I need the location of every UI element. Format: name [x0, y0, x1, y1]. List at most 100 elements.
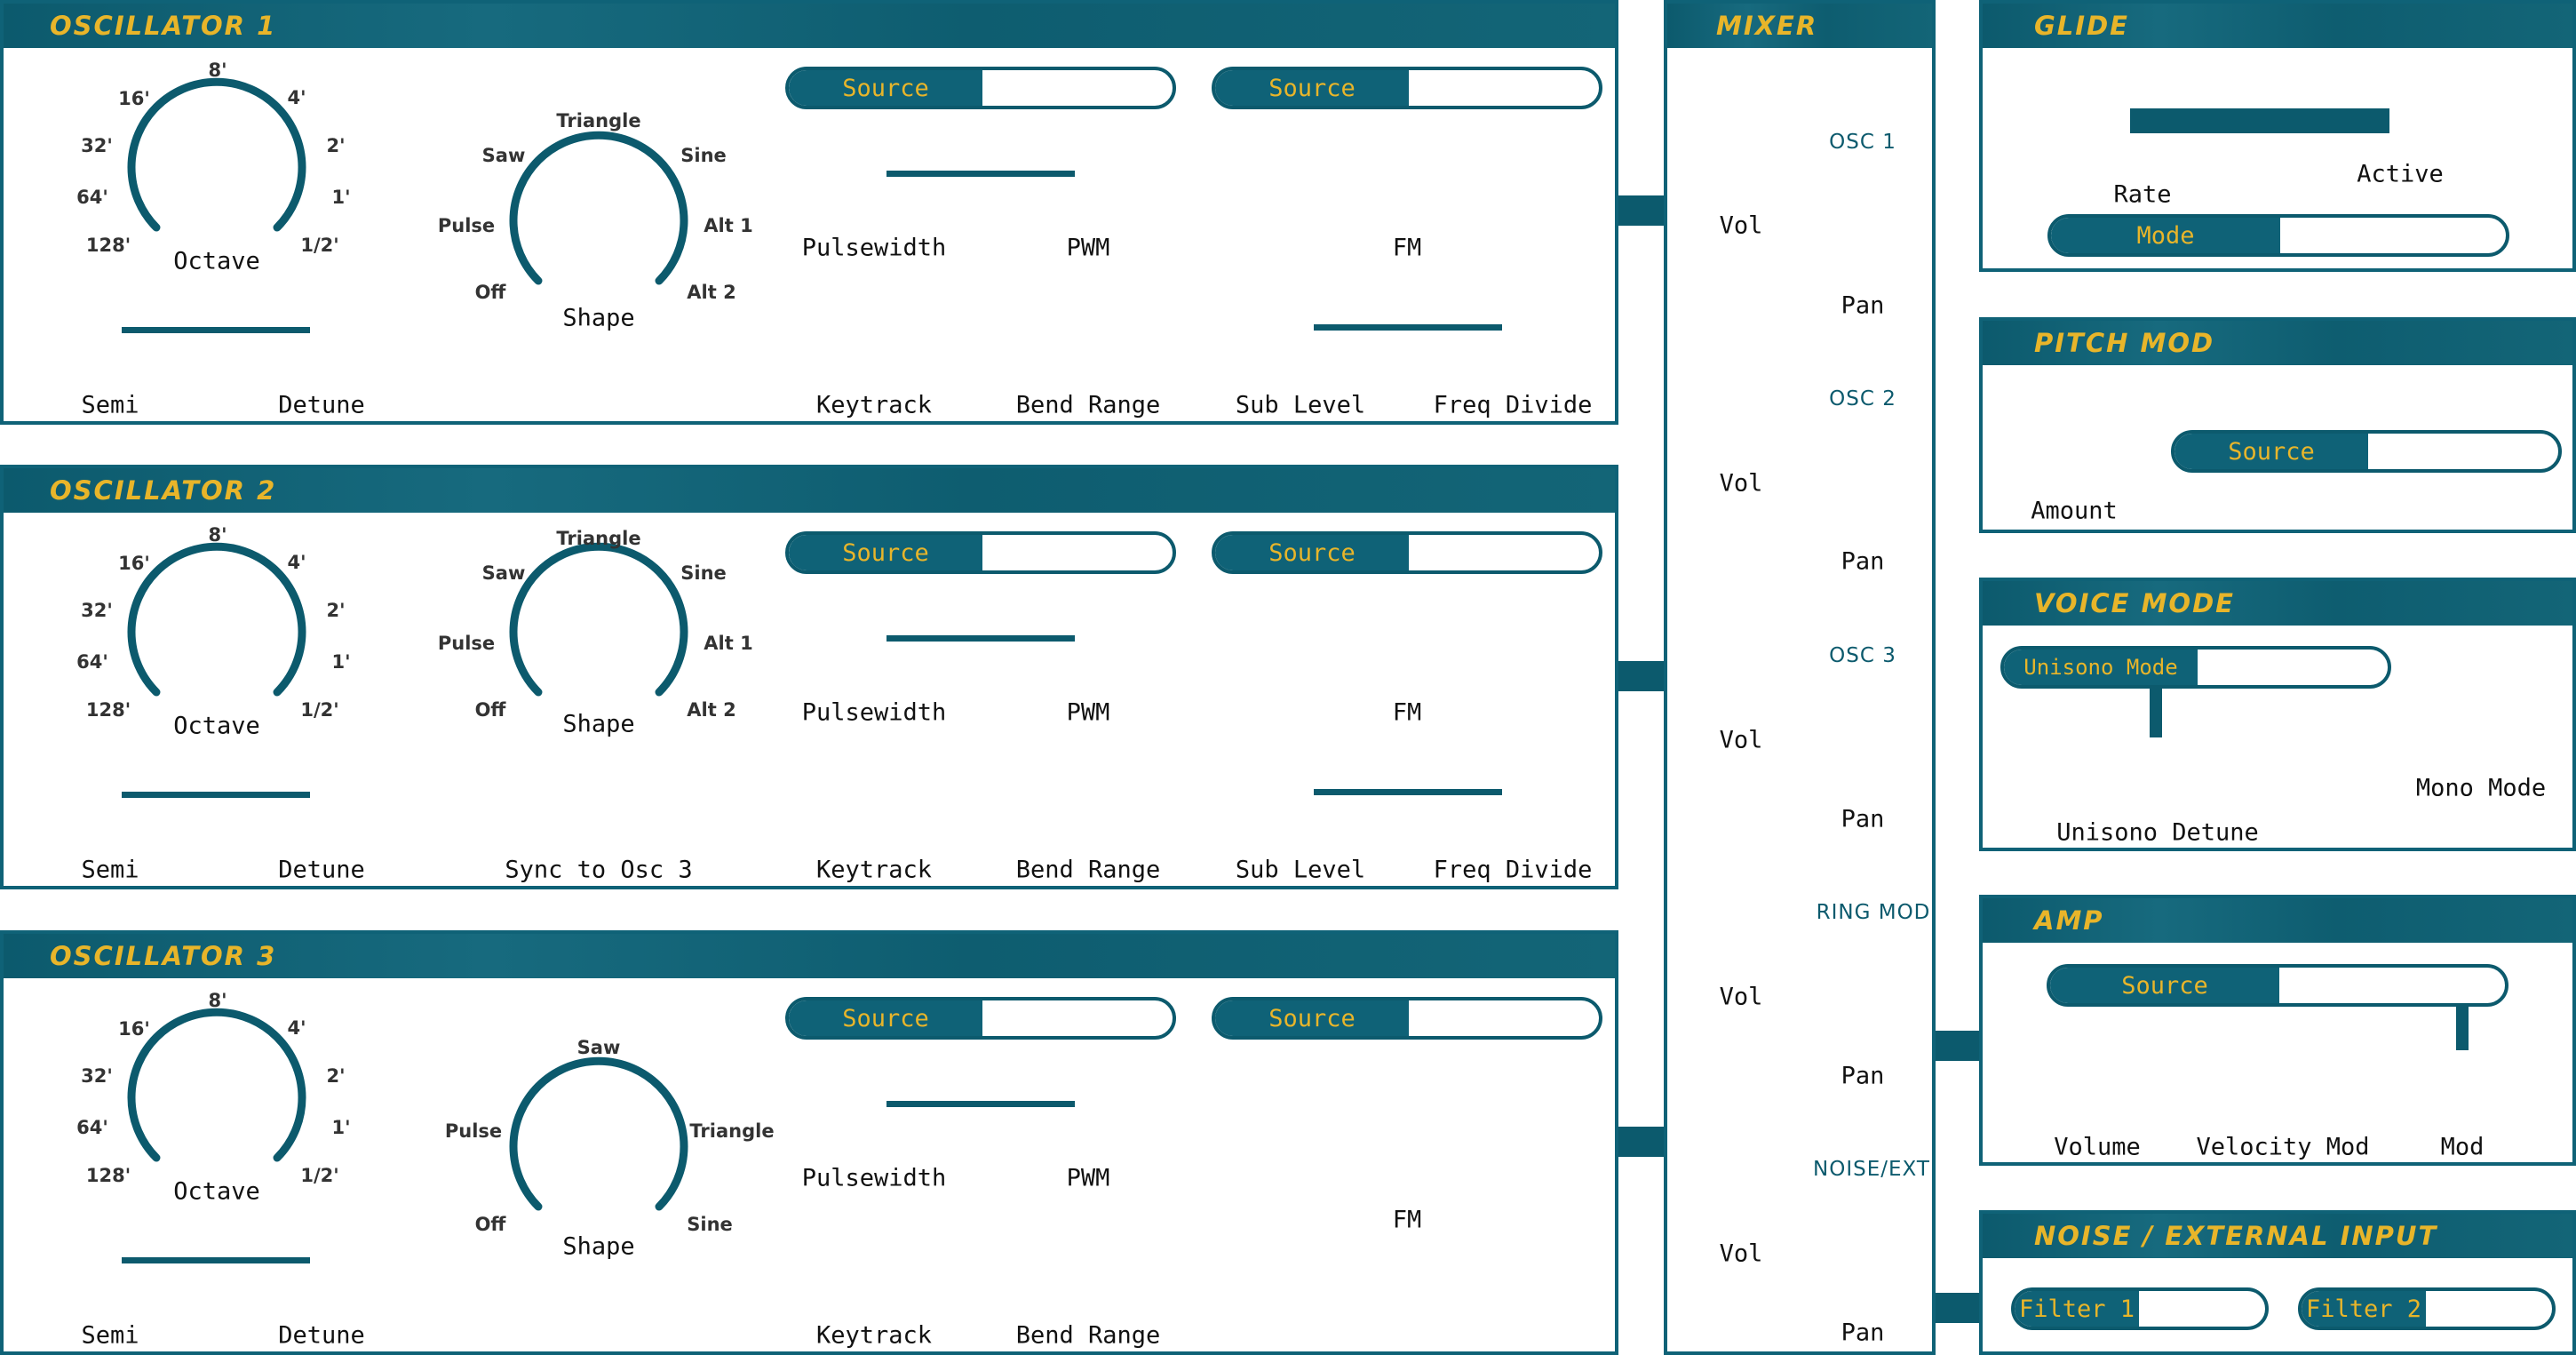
oscillator-1-title: OSCILLATOR 1 — [4, 4, 1615, 48]
sub-freq-slider[interactable] — [1314, 789, 1502, 795]
source-label: Source — [1215, 70, 1409, 106]
keytrack-label: Keytrack — [815, 856, 933, 884]
glide-rate-slider[interactable] — [2130, 108, 2389, 133]
semi-label: Semi — [81, 856, 139, 884]
shape-tick-sine: Sine — [680, 145, 727, 166]
octave-tick-1: 1' — [331, 187, 351, 208]
voice-mode-panel: VOICE MODE Unisono Mode Mono Mode Unison… — [1979, 578, 2576, 851]
octave-tick-64: 64' — [76, 651, 108, 673]
oscillator-1-panel: OSCILLATOR 1 Octave 128' 64' 32' 16' 8' … — [0, 0, 1618, 425]
glide-mode-selector[interactable]: Mode — [2047, 214, 2509, 257]
octave-knob[interactable] — [119, 77, 314, 288]
amp-velocity-mod-label: Velocity Mod — [2196, 1133, 2370, 1161]
pulsewidth-label: Pulsewidth — [801, 1164, 947, 1192]
detune-label: Detune — [278, 1321, 365, 1350]
mixer-noise-connector — [1936, 1293, 1982, 1323]
keytrack-label: Keytrack — [815, 391, 933, 419]
bend-range-label: Bend Range — [1015, 1321, 1161, 1350]
source-label: Source — [789, 1000, 982, 1036]
semi-detune-slider[interactable] — [122, 792, 310, 798]
octave-tick-4: 4' — [287, 552, 306, 573]
unisono-detune-indicator[interactable] — [2150, 689, 2162, 737]
shape-tick-off: Off — [474, 1214, 506, 1235]
shape-tick-triangle: Triangle — [689, 1120, 775, 1142]
amp-volume-label: Volume — [2054, 1133, 2141, 1161]
octave-knob[interactable] — [119, 1008, 314, 1218]
octave-tick-64: 64' — [76, 1117, 108, 1138]
fm-source-selector[interactable]: Source — [1212, 997, 1602, 1040]
fm-source-selector[interactable]: Source — [1212, 67, 1602, 109]
glide-active-label[interactable]: Active — [2357, 160, 2444, 188]
octave-tick-32: 32' — [81, 1065, 113, 1087]
pwm-source-selector[interactable]: Source — [785, 997, 1176, 1040]
sub-freq-slider[interactable] — [1314, 324, 1502, 331]
osc2-vol-label[interactable]: Vol — [1719, 469, 1763, 498]
octave-knob[interactable] — [119, 542, 314, 753]
ring-pan-label[interactable]: Pan — [1841, 1062, 1885, 1090]
shape-knob[interactable] — [501, 131, 696, 341]
mono-mode-label[interactable]: Mono Mode — [2415, 774, 2547, 802]
ring-vol-label[interactable]: Vol — [1719, 983, 1763, 1011]
osc2-pan-label[interactable]: Pan — [1841, 547, 1885, 576]
shape-tick-alt2: Alt 2 — [687, 699, 736, 721]
octave-tick-128: 128' — [85, 1165, 131, 1186]
pulsewidth-slider[interactable] — [886, 635, 1075, 642]
semi-detune-slider[interactable] — [122, 327, 310, 333]
semi-detune-slider[interactable] — [122, 1257, 310, 1263]
octave-knob-label: Octave — [173, 247, 260, 275]
noise-pan-label[interactable]: Pan — [1841, 1319, 1885, 1347]
osc3-pan-label[interactable]: Pan — [1841, 805, 1885, 833]
sync-osc3-label[interactable]: Sync to Osc 3 — [505, 856, 693, 884]
amp-mod-label: Mod — [2440, 1133, 2485, 1161]
osc1-vol-label[interactable]: Vol — [1719, 211, 1763, 240]
octave-tick-half: 1/2' — [300, 699, 339, 721]
amp-mod-indicator[interactable] — [2456, 1006, 2469, 1050]
shape-tick-triangle: Triangle — [556, 528, 641, 549]
pitch-mod-panel: PITCH MOD Source Amount — [1979, 317, 2576, 533]
bend-range-label: Bend Range — [1015, 856, 1161, 884]
shape-knob-label: Shape — [562, 1232, 635, 1261]
octave-tick-16: 16' — [118, 553, 150, 574]
glide-rate-label: Rate — [2113, 180, 2172, 209]
noise-filter1-selector[interactable]: Filter 1 — [2011, 1287, 2269, 1330]
pulsewidth-slider[interactable] — [886, 1101, 1075, 1107]
osc3-vol-label[interactable]: Vol — [1719, 726, 1763, 754]
source-label: Source — [1215, 535, 1409, 570]
glide-panel: GLIDE Active Rate Mode — [1979, 0, 2576, 272]
pitch-mod-source-selector[interactable]: Source — [2171, 430, 2562, 473]
pwm-source-selector[interactable]: Source — [785, 531, 1176, 574]
octave-tick-1: 1' — [331, 651, 351, 673]
pwm-source-selector[interactable]: Source — [785, 67, 1176, 109]
octave-tick-8: 8' — [208, 990, 227, 1011]
shape-tick-pulse: Pulse — [437, 215, 496, 236]
octave-tick-128: 128' — [85, 699, 131, 721]
unisono-mode-selector[interactable]: Unisono Mode — [2000, 646, 2391, 689]
pulsewidth-label: Pulsewidth — [801, 698, 947, 727]
noise-filter2-selector[interactable]: Filter 2 — [2298, 1287, 2556, 1330]
keytrack-label: Keytrack — [815, 1321, 933, 1350]
fm-source-selector[interactable]: Source — [1212, 531, 1602, 574]
detune-label: Detune — [278, 391, 365, 419]
pulsewidth-slider[interactable] — [886, 171, 1075, 177]
voice-mode-title: VOICE MODE — [1983, 581, 2572, 626]
noise-vol-label[interactable]: Vol — [1719, 1239, 1763, 1268]
source-label: Source — [789, 70, 982, 106]
shape-knob[interactable] — [501, 1056, 696, 1267]
oscillator-3-title: OSCILLATOR 3 — [4, 934, 1615, 978]
octave-tick-8: 8' — [208, 60, 227, 81]
shape-tick-pulse: Pulse — [444, 1120, 503, 1142]
octave-tick-half: 1/2' — [300, 235, 339, 256]
pwm-label: PWM — [1066, 234, 1110, 262]
shape-knob[interactable] — [501, 542, 696, 753]
octave-knob-label: Octave — [173, 1177, 260, 1206]
osc1-pan-label[interactable]: Pan — [1841, 291, 1885, 320]
shape-tick-saw: Saw — [481, 562, 526, 584]
shape-tick-alt1: Alt 1 — [704, 633, 753, 654]
source-label: Source — [2050, 968, 2279, 1003]
filter1-label: Filter 1 — [2015, 1291, 2139, 1327]
mixer-osc2-label: OSC 2 — [1829, 387, 1896, 410]
shape-tick-alt1: Alt 1 — [704, 215, 753, 236]
amp-source-selector[interactable]: Source — [2047, 964, 2508, 1007]
shape-tick-off: Off — [474, 282, 506, 303]
osc2-mixer-connector — [1618, 661, 1666, 691]
